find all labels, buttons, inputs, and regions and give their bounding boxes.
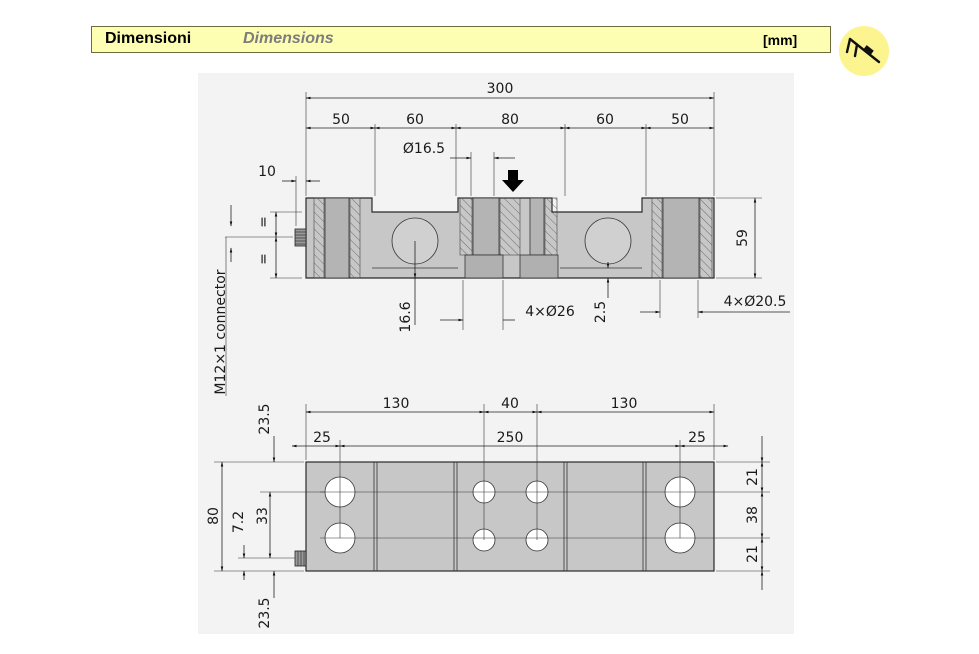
dim-hole-center: Ø16.5 <box>403 141 445 157</box>
dim-seg-4: 60 <box>596 112 614 128</box>
equal-mark-top: = <box>256 216 272 228</box>
caliper-icon <box>839 26 889 76</box>
dim-counterbore: 4×Ø26 <box>525 304 575 320</box>
dim-seg-2: 60 <box>406 112 424 128</box>
dim-connector-span: 33 <box>255 507 271 525</box>
plan-body <box>305 461 715 572</box>
dim-seg-5: 50 <box>671 112 689 128</box>
dim-inner-seg-3: 25 <box>688 430 706 446</box>
bottom-view: 130 40 130 25 250 25 80 7.2 33 23.5 23.5… <box>206 396 770 629</box>
header-title-italian: Dimensioni <box>105 30 192 47</box>
dim-right-3: 21 <box>745 545 761 563</box>
dim-plan-seg-3: 130 <box>611 396 638 412</box>
dim-seg-3: 80 <box>501 112 519 128</box>
dim-offset-top: 23.5 <box>257 403 273 434</box>
dim-width: 80 <box>206 507 222 525</box>
dim-offset-bottom: 23.5 <box>257 597 273 628</box>
arrow-down-icon <box>502 170 524 192</box>
dim-center-height: 16.6 <box>398 301 414 332</box>
dim-counterbore-depth: 2.5 <box>593 301 609 323</box>
header-unit: [mm] <box>763 32 798 48</box>
dim-plan-seg-2: 40 <box>501 396 519 412</box>
dim-right-1: 21 <box>745 468 761 486</box>
top-view: 300 50 60 80 60 50 Ø16.5 10 = = 59 16.6 … <box>213 81 790 396</box>
dim-plan-seg-1: 130 <box>383 396 410 412</box>
dim-inner-seg-2: 250 <box>497 430 524 446</box>
dim-height: 59 <box>735 229 751 247</box>
header-title-english: Dimensions <box>243 30 334 47</box>
connector-label: M12×1 connector <box>213 269 229 394</box>
dim-300: 300 <box>487 81 514 97</box>
dim-right-2: 38 <box>745 506 761 524</box>
header-bar <box>91 26 831 53</box>
dim-edge-offset: 10 <box>258 164 276 180</box>
dim-connector-offset: 7.2 <box>231 511 247 533</box>
dim-seg-1: 50 <box>332 112 350 128</box>
equal-mark-bottom: = <box>256 253 272 265</box>
dim-inner-seg-1: 25 <box>313 430 331 446</box>
dim-through-holes: 4×Ø20.5 <box>724 294 787 310</box>
